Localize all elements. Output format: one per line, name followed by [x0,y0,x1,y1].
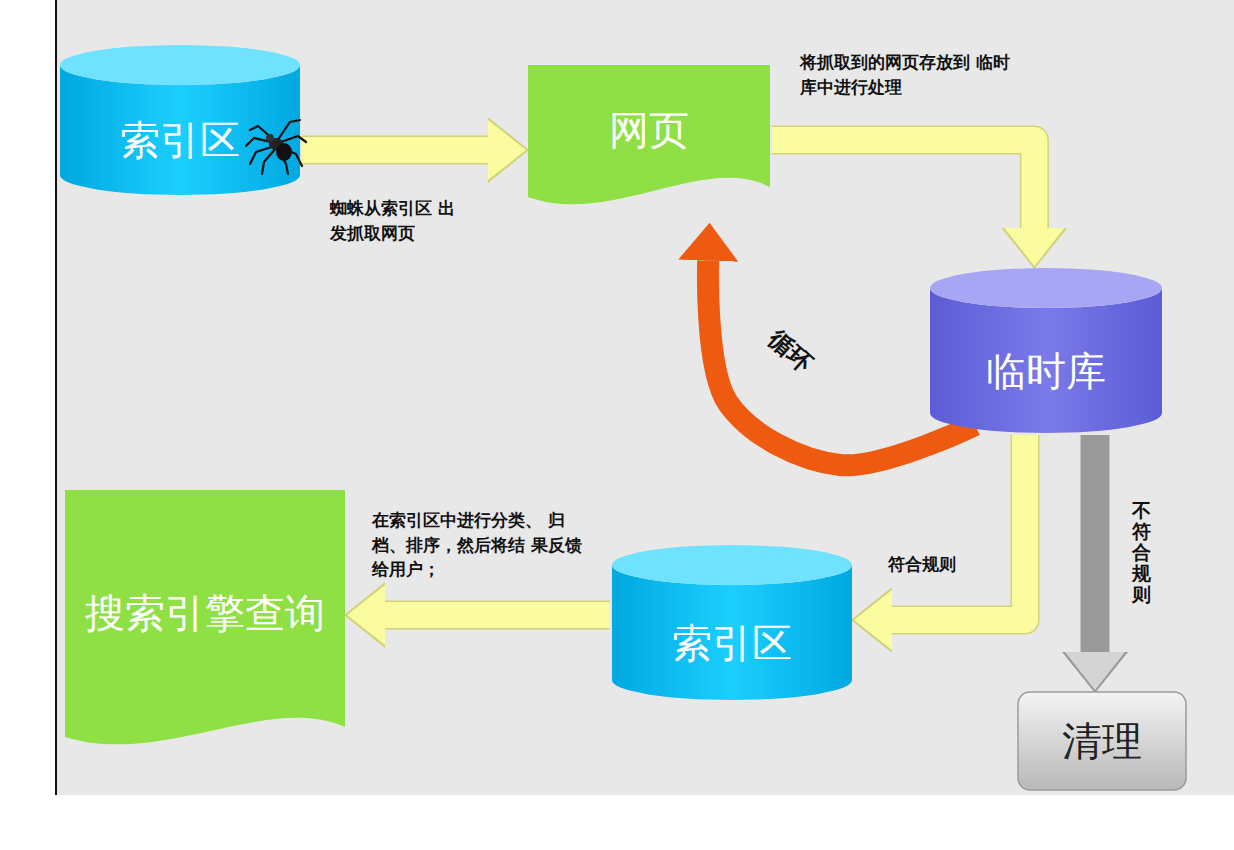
arrow-body [892,435,1025,620]
flow-arrow [772,140,1034,228]
document-shape: 搜索引擎查询 [65,490,345,755]
arrow-outline [892,435,1025,620]
arrow-outline [385,601,610,630]
node-label: 索引区 [672,619,792,667]
arrow-body [772,140,1034,228]
flow-arrow [385,615,610,616]
database-cylinder: 索引区 [612,545,852,700]
node-label: 搜索引擎查询 [85,589,325,637]
edge-label: 蜘蛛从索引区 出发抓取网页 [330,196,460,245]
edge-label: 不符合规则 [1132,500,1151,604]
arrow-body [385,602,610,628]
edge-label: 符合规则 [888,552,988,577]
node-label: 临时库 [986,347,1106,395]
node-label: 清理 [1062,717,1142,765]
arrow-outline [302,136,488,165]
flow-arrow [892,435,1025,620]
node-label: 索引区 [120,116,240,164]
arrow-body [302,137,488,163]
flow-arrow [1095,435,1096,652]
database-cylinder: 索引区 [60,45,300,195]
process-box: 清理 [1018,692,1186,790]
document-shape: 网页 [528,65,770,215]
edge-label: 将抓取到的网页存放到 临时库中进行处理 [800,50,1015,99]
arrow-outline [1081,435,1110,652]
arrow-body [1082,435,1108,652]
arrow-outline [772,140,1034,228]
edge-label: 在索引区中进行分类、 归档、排序，然后将结 果反馈给用户； [372,508,597,582]
flow-arrow [302,150,488,151]
node-label: 网页 [609,106,689,154]
database-cylinder: 临时库 [930,268,1162,433]
